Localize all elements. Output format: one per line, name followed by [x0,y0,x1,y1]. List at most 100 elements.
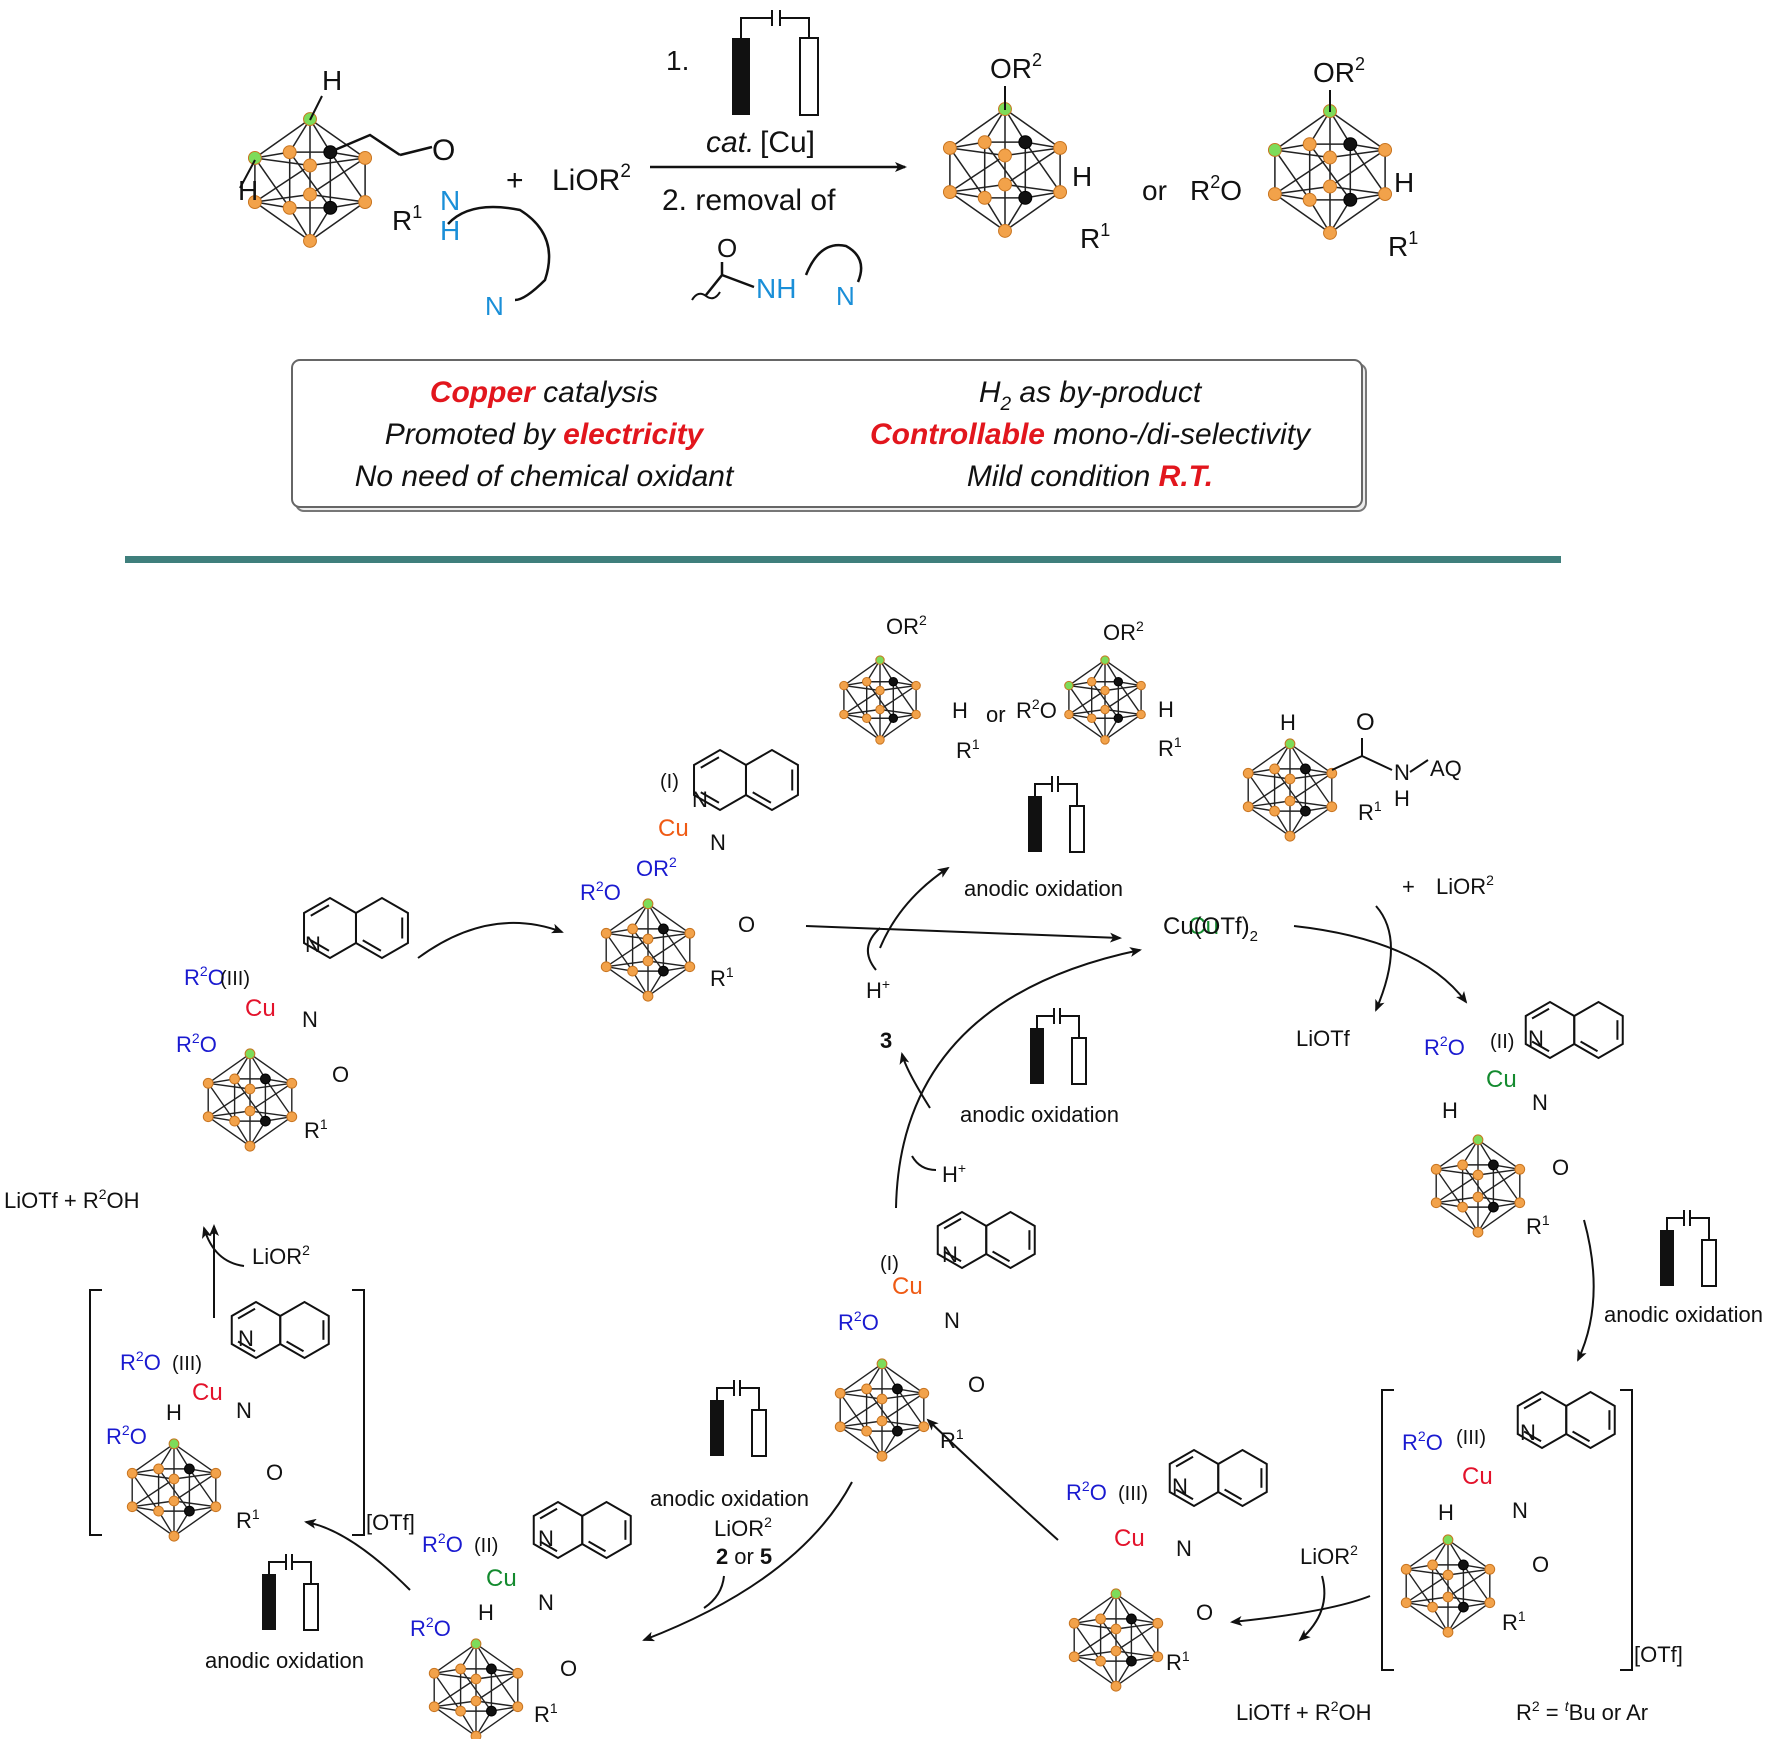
cluster-bond [896,1388,925,1428]
quinoline-double-bond [1175,1488,1194,1501]
cluster-bond [647,903,691,934]
cluster-bond [606,960,649,968]
boron-atom [942,185,957,199]
cluster-bond [1024,141,1061,193]
quinoline-k5 [1168,1448,1268,1508]
k8-r2o-a: R2O [120,1348,161,1375]
cluster-bond [434,1672,477,1680]
cluster-bond [1447,1602,1491,1633]
cluster-bond [843,713,881,741]
hplus-center: H+ [942,1160,966,1187]
boron-atom [1053,141,1068,155]
k5-n-quin: N [1172,1474,1188,1499]
boron-atom [202,1077,214,1089]
quinoline-ring [354,896,409,960]
cluster-bond [475,1706,519,1737]
cluster-bond [173,1506,217,1537]
boron-atom [1326,801,1338,813]
quinoline-double-bond [539,1507,558,1520]
boron-atom [1514,1197,1526,1209]
k2-n-amide: N [302,1007,318,1032]
anodic-right: anodic oxidation [1604,1302,1763,1327]
arrow-k6-to-k7 [642,1481,853,1642]
cluster-bond [309,193,366,203]
lior2-bottom-right: LiOR2 [1300,1542,1358,1569]
catalyst-cat: cat. [706,126,754,159]
boron-atom [470,1673,482,1685]
quinoline-ring [1565,1390,1616,1450]
feature-left-3: No need of chemical oxidant [355,460,735,493]
lotf-r2oh-bottom: LiOTf + R2OH [1236,1698,1372,1725]
quinoline-double-bond [1224,1488,1243,1501]
anodic-center: anodic oxidation [960,1102,1119,1127]
carbon-atom [892,1425,903,1437]
cluster-bond [131,1506,175,1537]
cluster-bond [1405,1539,1449,1570]
boron-atom [247,195,262,209]
boron-atom [977,190,992,205]
cluster-bond [1435,1139,1479,1170]
cluster-bond [1004,191,1061,232]
removed-arc [804,243,863,283]
or-label: or [1142,175,1167,206]
k4-cu: Cu [1462,1463,1493,1490]
quinoline-double-bond [1572,1430,1591,1443]
cu-III-complex-bottom [1068,1588,1164,1692]
cluster-bond [1073,1656,1117,1687]
sub-n-aq-bond [1409,759,1429,773]
cluster-bond [131,1472,160,1512]
cu-I-alkoxide-product-complex [600,898,696,1002]
cluster-bond [1068,689,1106,716]
hplus-top: H+ [866,976,890,1003]
carbon-atom [1458,1601,1469,1613]
compound-3: 3 [880,1028,892,1053]
boron-atom [1484,1563,1496,1575]
boron-atom [642,933,654,945]
k8-ox: (III) [172,1353,202,1375]
carbon-atom [658,965,669,977]
boron-atom [875,685,885,696]
cluster-bond [131,1478,175,1508]
cluster-bond [1115,1622,1159,1652]
cycle-mono-product [839,655,921,745]
cluster-bond [843,685,868,719]
cluster-bond [1247,806,1291,837]
boron-atom [1323,150,1337,165]
functionalized-boron-atom [470,1638,482,1650]
boron-atom [861,713,872,723]
quinoline-k4 [1516,1390,1616,1450]
cycle-prod2-r2o: R2O [1016,696,1057,723]
cluster-bond [1289,806,1333,837]
boron-atom [153,1505,164,1517]
cycle-di-product [1064,655,1146,745]
quinoline-double-bond [943,1250,962,1263]
cluster-bond [433,1643,477,1674]
k6-o: O [968,1372,985,1397]
carbon-atom [888,713,899,723]
cluster-bond [843,684,881,692]
cluster-bond [949,154,1006,193]
boron-atom [911,709,921,720]
boron-atom [861,677,872,687]
cluster-bond [132,1500,175,1508]
cluster-bond [254,118,311,159]
cluster-bond [1073,1622,1102,1662]
k3-r1: R1 [1526,1212,1550,1239]
k6-n-quin: N [942,1242,958,1267]
left-h-label: H [238,175,258,206]
k2-r1: R1 [304,1116,328,1143]
boron-atom [1110,1623,1122,1635]
arrow-to-products [879,866,950,949]
boron-atom [600,927,612,939]
cluster-bond [1435,1202,1479,1233]
cluster-bond [949,108,1006,149]
k5-r2o: R2O [1066,1478,1107,1505]
k7-h: H [478,1600,494,1625]
cluster-bond [1068,659,1106,687]
cycle-prod2-or2: OR2 [1103,618,1144,645]
cluster-bond [1477,1168,1521,1198]
boron-atom [153,1463,164,1475]
cluster-bond [1104,684,1142,711]
quinoline-double-bond [992,1250,1011,1263]
